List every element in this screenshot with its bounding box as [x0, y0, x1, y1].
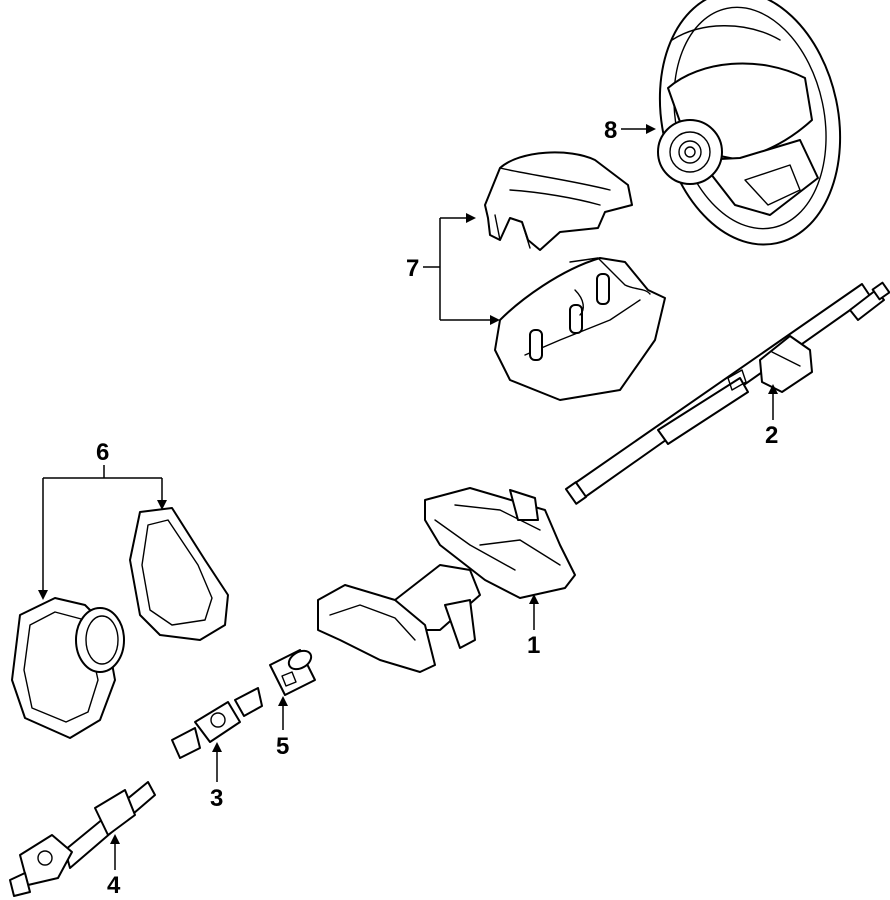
callout-6: 6: [96, 439, 109, 466]
column-cover-lower[interactable]: [494, 257, 666, 401]
column-cover-upper[interactable]: [484, 151, 633, 251]
steering-shaft[interactable]: [564, 281, 890, 505]
callout-leaders: [38, 124, 778, 870]
lower-steering-shaft[interactable]: [9, 781, 156, 897]
callout-1: 1: [527, 632, 540, 659]
callout-7: 7: [406, 255, 419, 282]
steering-column-assembly[interactable]: [317, 487, 576, 673]
bushing[interactable]: [269, 647, 316, 696]
column-boot-seal[interactable]: [11, 597, 125, 739]
callout-3: 3: [210, 785, 223, 812]
steering-wheel[interactable]: [637, 0, 862, 261]
callout-2: 2: [765, 422, 778, 449]
callout-4: 4: [107, 872, 121, 899]
universal-joint-upper[interactable]: [171, 687, 263, 759]
column-seal-gasket[interactable]: [129, 507, 229, 641]
callout-8: 8: [604, 117, 617, 144]
callout-5: 5: [276, 733, 289, 760]
